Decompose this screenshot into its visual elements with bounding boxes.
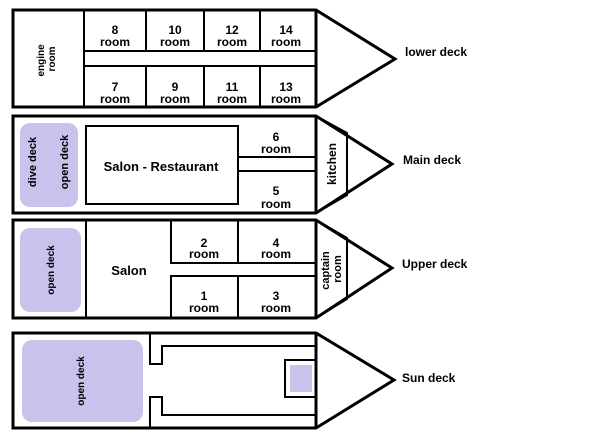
lower-deck-label: lower deck (405, 45, 467, 59)
room-11-word: room (217, 92, 247, 106)
captain-room-label: captain room (320, 248, 344, 290)
room-12-number: 12 (225, 23, 239, 37)
room-11-number: 11 (226, 80, 239, 94)
room-14-word: room (271, 35, 301, 49)
upper-deck-hull (11, 218, 395, 320)
sun-deck-small-area (290, 365, 312, 392)
room-4-number: 4 (273, 236, 280, 250)
sun-deck: open deck Sun deck (11, 331, 456, 430)
room-8-word: room (100, 35, 130, 49)
room-7-number: 7 (112, 80, 119, 94)
room-7-word: room (100, 92, 130, 106)
room-3-word: room (261, 301, 291, 315)
room-9-word: room (160, 92, 190, 106)
upper-open-deck-area (20, 228, 81, 312)
main-deck-hull (11, 114, 395, 215)
room-13-number: 13 (279, 80, 293, 94)
room-5-number: 5 (273, 184, 280, 198)
room-9-number: 9 (172, 80, 179, 94)
room-5-wall (237, 170, 316, 204)
room-5-word: room (261, 197, 291, 211)
salon-restaurant-label: Salon - Restaurant (104, 159, 220, 174)
room-13-word: room (271, 92, 301, 106)
room-2-word: room (189, 247, 219, 261)
rooms-2-4-wall (170, 220, 316, 264)
kitchen-wall (315, 115, 348, 214)
room-6-word: room (261, 142, 291, 156)
room-6-number: 6 (273, 130, 280, 144)
label-second-line: room (47, 46, 58, 71)
sun-open-deck-area (22, 340, 143, 422)
main-deck: dive deck open deck Salon - Restaurant 6… (11, 114, 461, 215)
room-4-word: room (261, 247, 291, 261)
room-10-number: 10 (168, 23, 182, 37)
upper-open-deck-label: open deck (46, 245, 57, 295)
room-12-word: room (217, 35, 247, 49)
captain-room-wall (315, 219, 348, 319)
lower-deck-hull (11, 8, 398, 109)
kitchen-label: kitchen (325, 143, 339, 185)
room-10-word: room (160, 35, 190, 49)
sun-deck-label: Sun deck (402, 371, 456, 385)
label-second-line: room (332, 255, 344, 283)
room-14-number: 14 (279, 23, 293, 37)
sun-deck-hull (11, 331, 397, 430)
room-8-number: 8 (112, 23, 119, 37)
room-1-word: room (189, 301, 219, 315)
sun-deck-inner-structure (149, 333, 316, 428)
dive-deck-label: dive deck (27, 136, 39, 187)
room-3-number: 3 (273, 289, 280, 303)
rooms-1-3-wall (170, 275, 316, 318)
main-deck-label: Main deck (403, 153, 461, 167)
upper-salon-label: Salon (111, 263, 146, 278)
sun-deck-inner-box (284, 359, 317, 398)
upper-deck-label: Upper deck (402, 257, 468, 271)
dive-deck-area (20, 123, 78, 207)
room-2-number: 2 (201, 236, 208, 250)
lower-deck: engine room 8 room 10 room 12 room 14 ro… (11, 8, 467, 109)
sun-open-deck-label: open deck (76, 356, 87, 406)
salon-restaurant-room (85, 125, 239, 205)
engine-room-label: engine room (36, 41, 58, 76)
upper-deck: open deck Salon 2 room 4 room 1 room 3 r… (11, 218, 468, 320)
room-1-number: 1 (201, 289, 208, 303)
room-6-wall (237, 126, 316, 158)
main-open-deck-label: open deck (59, 134, 71, 189)
